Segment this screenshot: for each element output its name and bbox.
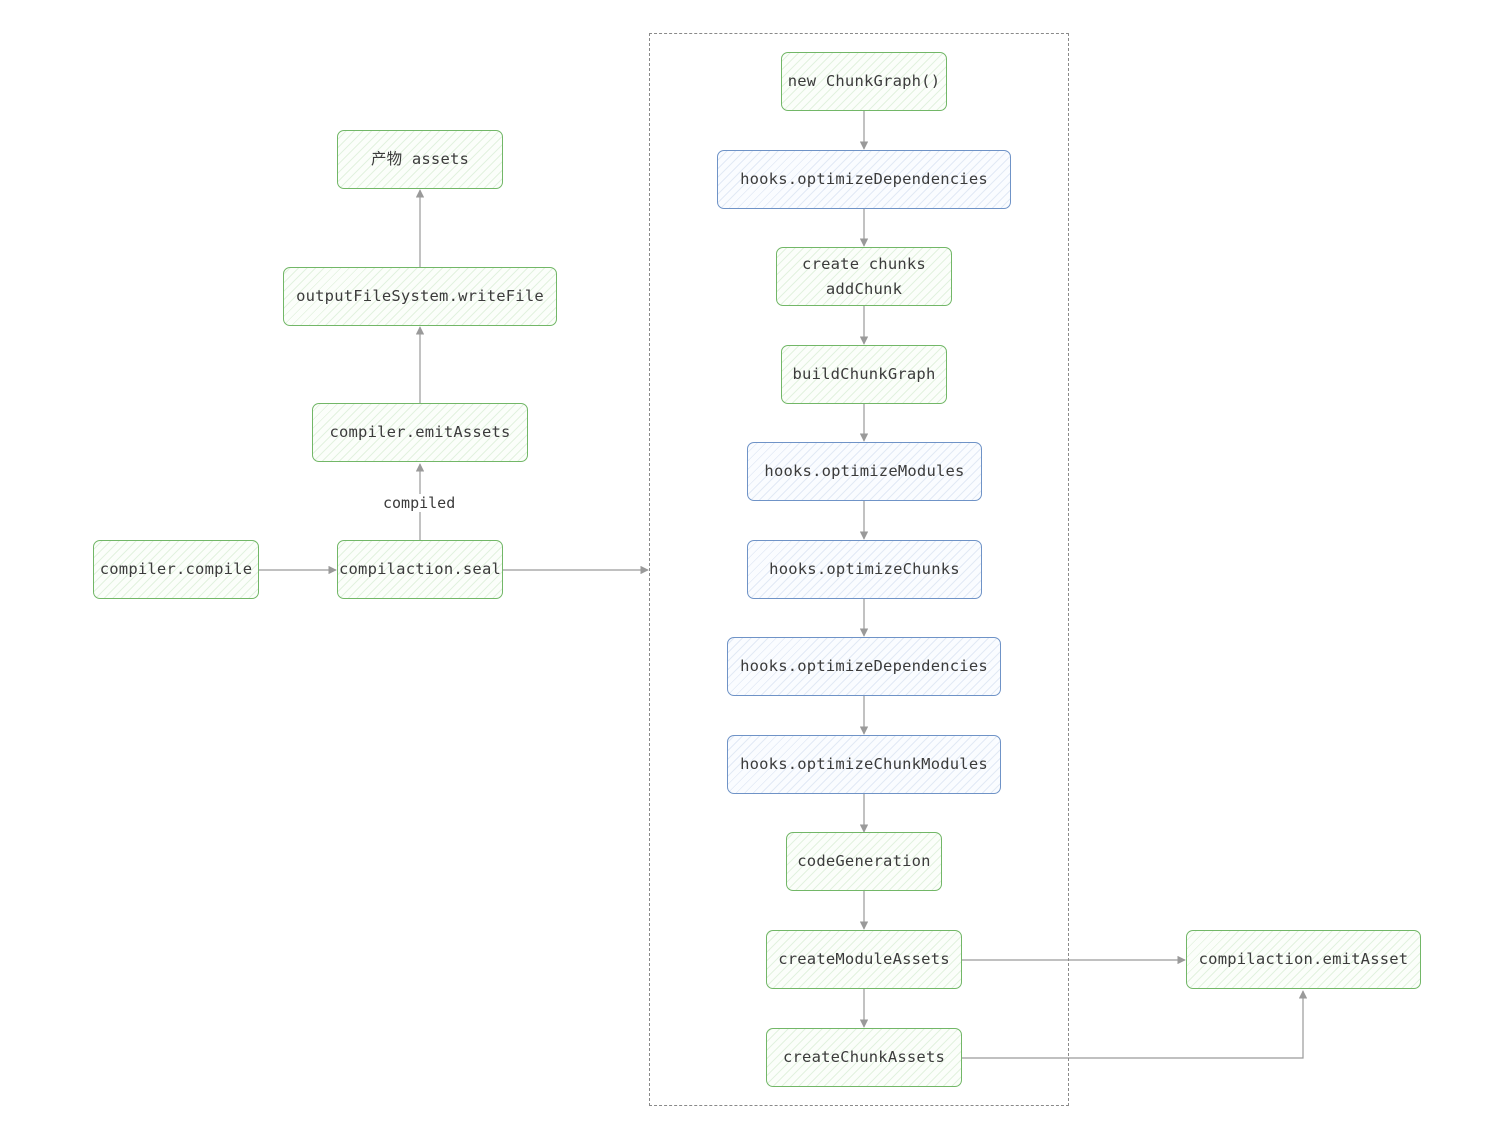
node-output-write-file[interactable]: outputFileSystem.writeFile: [283, 267, 557, 326]
node-new-chunk-graph[interactable]: new ChunkGraph(): [781, 52, 947, 111]
node-optimize-chunks[interactable]: hooks.optimizeChunks: [747, 540, 982, 599]
node-optimize-chunk-modules[interactable]: hooks.optimizeChunkModules: [727, 735, 1001, 794]
node-products-assets[interactable]: 产物 assets: [337, 130, 503, 189]
node-compiler-emit-assets[interactable]: compiler.emitAssets: [312, 403, 528, 462]
node-compilation-emit-asset[interactable]: compilaction.emitAsset: [1186, 930, 1421, 989]
seal-stage-group: [649, 33, 1069, 1106]
node-optimize-dependencies-2[interactable]: hooks.optimizeDependencies: [727, 637, 1001, 696]
node-optimize-dependencies-1[interactable]: hooks.optimizeDependencies: [717, 150, 1011, 209]
node-create-chunks[interactable]: create chunks addChunk: [776, 247, 952, 306]
node-create-module-assets[interactable]: createModuleAssets: [766, 930, 962, 989]
node-optimize-modules[interactable]: hooks.optimizeModules: [747, 442, 982, 501]
node-compiler-compile[interactable]: compiler.compile: [93, 540, 259, 599]
node-code-generation[interactable]: codeGeneration: [786, 832, 942, 891]
edge-label-compiled: compiled: [380, 494, 459, 512]
edge-chunk-assets-to-emit-asset: [962, 990, 1308, 1059]
node-create-chunk-assets[interactable]: createChunkAssets: [766, 1028, 962, 1087]
node-build-chunk-graph[interactable]: buildChunkGraph: [781, 345, 947, 404]
node-compilation-seal[interactable]: compilaction.seal: [337, 540, 503, 599]
